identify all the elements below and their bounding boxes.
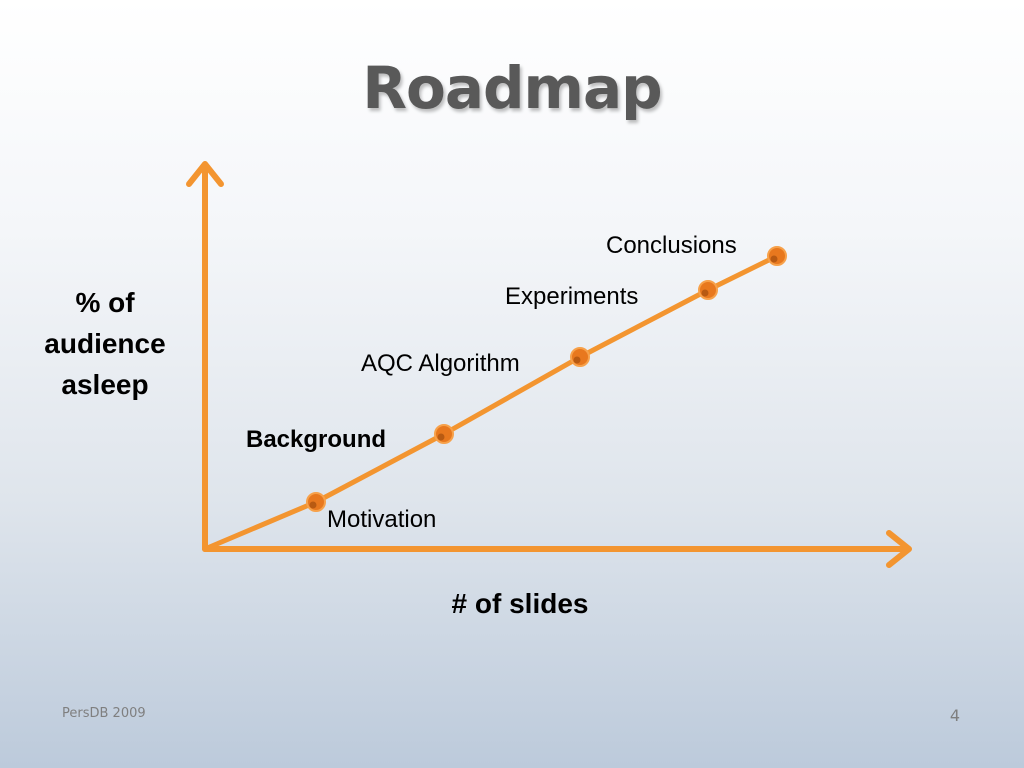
- x-axis-label: # of slides: [451, 588, 589, 619]
- milestone-marker-motivation: [306, 492, 326, 512]
- footer-conference: PersDB 2009: [62, 706, 146, 721]
- milestone-marker-experiments: [698, 280, 718, 300]
- milestone-label-experiments: Experiments: [505, 283, 639, 310]
- milestone-label-motivation: Motivation: [327, 506, 437, 533]
- milestone-label-background: Background: [246, 426, 387, 453]
- y-axis-arrowhead: [186, 161, 224, 187]
- x-axis-arrowhead: [886, 530, 912, 568]
- milestone-label-aqc-algorithm: AQC Algorithm: [361, 350, 520, 377]
- milestone-marker-aqc-algorithm: [570, 347, 590, 367]
- milestone-marker-background: [434, 424, 454, 444]
- page-number: 4: [949, 706, 961, 725]
- y-axis-label: % of audience asleep: [44, 287, 166, 400]
- slide-title: Roadmap: [362, 54, 662, 122]
- progress-line: [204, 253, 779, 552]
- milestone-marker-conclusions: [767, 246, 787, 266]
- milestone-label-conclusions: Conclusions: [606, 232, 737, 259]
